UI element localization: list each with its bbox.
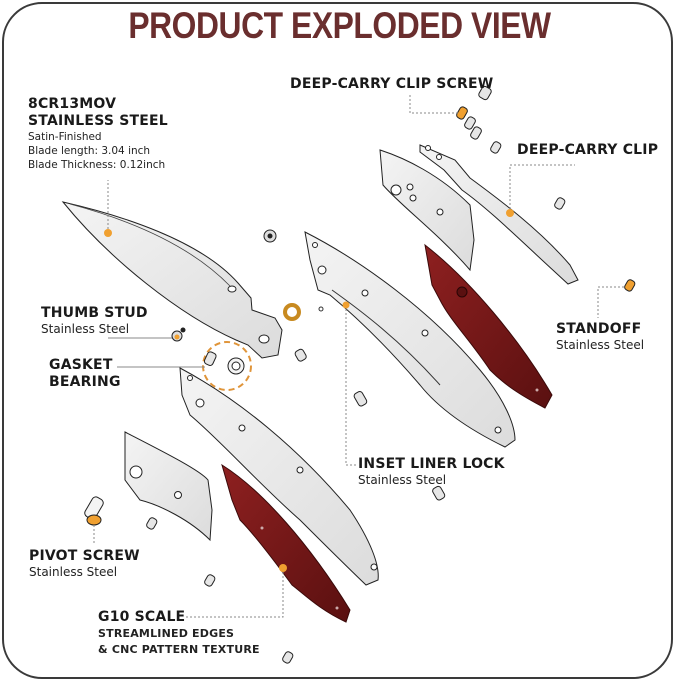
- thumb-stud-part: [108, 327, 186, 342]
- clip-screw-callout: DEEP-CARRY CLIP SCREW: [290, 76, 493, 93]
- gasket-callout: GASKET BEARING: [49, 357, 121, 391]
- liner-lock-name: INSET LINER LOCK: [358, 456, 505, 472]
- clip-name: DEEP-CARRY CLIP: [517, 142, 659, 158]
- g10-scale-back: [424, 243, 553, 409]
- diagram-frame: [2, 2, 673, 679]
- thumb-stud-callout: THUMB STUD Stainless Steel: [41, 305, 148, 337]
- deep-carry-clip: [419, 144, 579, 285]
- gasket-name: GASKET: [49, 357, 113, 373]
- blade-length: Blade length: 3.04 inch: [28, 145, 151, 157]
- pivot-screw-part: [84, 496, 104, 545]
- thumb-stud-material: Stainless Steel: [41, 322, 130, 336]
- blade-callout: 8CR13MOV STAINLESS STEEL Satin-Finished …: [28, 96, 168, 172]
- g10-scale-edges: STREAMLINED EDGES: [98, 627, 235, 640]
- standoff-name: STANDOFF: [556, 321, 642, 337]
- pivot-screw-callout: PIVOT SCREW Stainless Steel: [29, 548, 140, 580]
- g10-scale-front: [185, 463, 351, 623]
- clip-callout: DEEP-CARRY CLIP: [517, 142, 658, 159]
- liner-lock: [304, 231, 516, 466]
- pivot-screw-material: Stainless Steel: [29, 565, 118, 579]
- blade-steel-type: STAINLESS STEEL: [28, 113, 168, 129]
- bolster: [124, 431, 213, 542]
- blade-thickness: Blade Thickness: 0.12inch: [28, 159, 166, 171]
- pivot-screw-name: PIVOT SCREW: [29, 548, 140, 564]
- clip-screws: [409, 85, 636, 318]
- blade-steel-name: 8CR13MOV: [28, 96, 117, 112]
- clip-screw-name: DEEP-CARRY CLIP SCREW: [290, 76, 494, 92]
- blade: [61, 180, 283, 359]
- g10-scale-callout: G10 SCALE STREAMLINED EDGES & CNC PATTER…: [98, 609, 260, 658]
- blade-marker: [104, 229, 112, 237]
- g10-scale-texture: & CNC PATTERN TEXTURE: [98, 643, 260, 656]
- gasket-type: BEARING: [49, 374, 121, 390]
- blade-finish: Satin-Finished: [28, 131, 102, 143]
- standoff-material: Stainless Steel: [556, 338, 645, 352]
- page-title: PRODUCT EXPLODED VIEW: [47, 4, 632, 48]
- front-liner: [179, 367, 379, 586]
- g10-scale-name: G10 SCALE: [98, 609, 186, 625]
- thumb-stud-name: THUMB STUD: [41, 305, 148, 321]
- back-plate: [379, 149, 475, 272]
- liner-lock-material: Stainless Steel: [358, 473, 447, 487]
- liner-lock-callout: INSET LINER LOCK Stainless Steel: [358, 456, 505, 488]
- gasket-highlight: [117, 341, 252, 391]
- standoff-callout: STANDOFF Stainless Steel: [556, 321, 644, 353]
- loose-screws: [146, 229, 446, 664]
